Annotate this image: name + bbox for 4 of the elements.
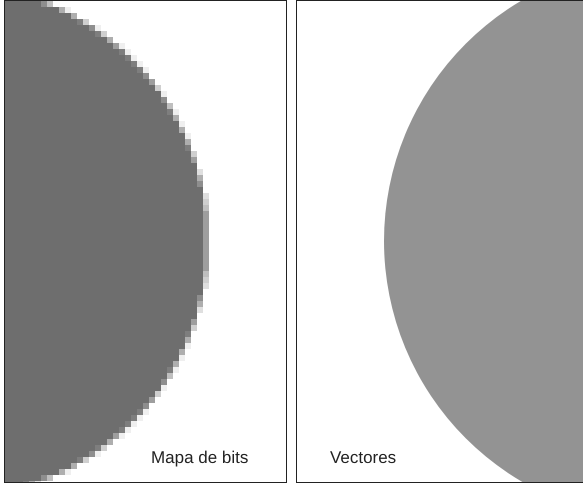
image-panel — [4, 0, 287, 483]
panel-caption: Vectores — [330, 448, 396, 468]
panel-caption: Mapa de bits — [151, 448, 248, 468]
image-panel — [296, 0, 583, 483]
